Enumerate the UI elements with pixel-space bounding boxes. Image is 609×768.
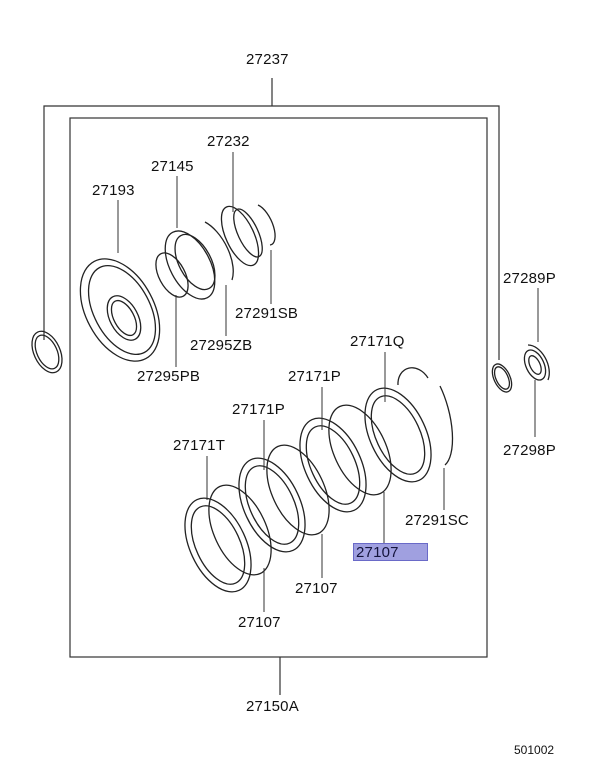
highlighted-part-label-27107[interactable]: 27107: [353, 543, 428, 561]
diagram-code: 501002: [514, 743, 555, 757]
part-label-27145[interactable]: 27145: [151, 158, 194, 175]
part-label-27295zb[interactable]: 27295ZB: [190, 337, 253, 354]
part-label-27171p-lower[interactable]: 27171P: [232, 401, 285, 418]
part-label-27171t[interactable]: 27171T: [173, 437, 226, 454]
assembly-label-bottom[interactable]: 27150A: [246, 698, 299, 715]
part-label-27291sc[interactable]: 27291SC: [405, 512, 469, 529]
part-label-27298p[interactable]: 27298P: [503, 442, 556, 459]
part-label-27289p[interactable]: 27289P: [503, 270, 556, 287]
part-label-27295pb[interactable]: 27295PB: [137, 368, 201, 385]
assembly-label-top[interactable]: 27237: [246, 51, 289, 68]
part-label-27232[interactable]: 27232: [207, 133, 250, 150]
part-label-27107-middle[interactable]: 27107: [295, 580, 338, 597]
part-label-27171p-upper[interactable]: 27171P: [288, 368, 341, 385]
part-label-27107-lower[interactable]: 27107: [238, 614, 281, 631]
part-label-27291sb[interactable]: 27291SB: [235, 305, 299, 322]
part-label-27171q[interactable]: 27171Q: [350, 333, 405, 350]
part-label-27193[interactable]: 27193: [92, 182, 135, 199]
